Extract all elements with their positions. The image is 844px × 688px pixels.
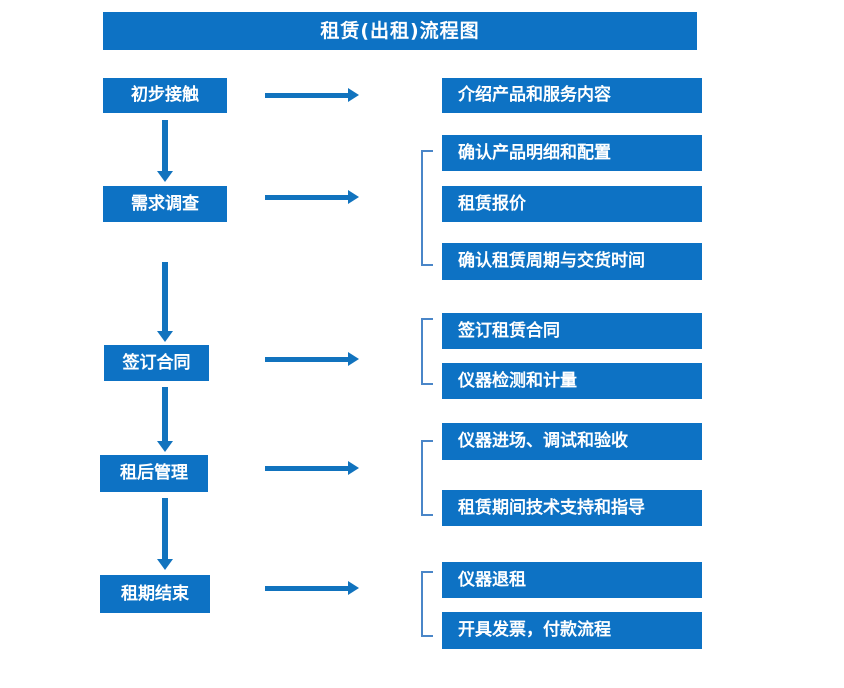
arrow-head-icon: [157, 559, 173, 570]
arrow-head-icon: [157, 331, 173, 342]
group-bracket-sign-contract: [421, 318, 433, 385]
stage-label: 需求调查: [131, 193, 199, 214]
detail-box-lease-quotation[interactable]: 租赁报价: [442, 186, 702, 222]
detail-label: 签订租赁合同: [458, 320, 560, 341]
detail-label: 介绍产品和服务内容: [458, 85, 611, 105]
arrow-head-icon: [348, 190, 359, 204]
stage-label: 签订合同: [122, 352, 191, 373]
detail-label: 仪器退租: [458, 569, 526, 590]
stage-label: 租期结束: [121, 583, 189, 604]
horizontal-arrow-5: [265, 581, 359, 595]
arrow-head-icon: [348, 581, 359, 595]
stage-label: 初步接触: [131, 85, 199, 105]
detail-label: 租赁期间技术支持和指导: [458, 497, 645, 518]
detail-box-instrument-inspection[interactable]: 仪器检测和计量: [442, 363, 702, 399]
arrow-shaft: [265, 93, 348, 98]
detail-box-instrument-entry-commissioning[interactable]: 仪器进场、调试和验收: [442, 423, 702, 460]
arrow-shaft: [265, 586, 348, 591]
detail-box-confirm-period-delivery[interactable]: 确认租赁周期与交货时间: [442, 243, 702, 280]
detail-box-confirm-product-spec[interactable]: 确认产品明细和配置: [442, 135, 702, 171]
stage-box-post-lease-management[interactable]: 租后管理: [100, 455, 208, 492]
detail-label: 开具发票，付款流程: [458, 620, 611, 640]
detail-box-instrument-return[interactable]: 仪器退租: [442, 562, 702, 598]
stage-label: 租后管理: [120, 463, 188, 483]
detail-box-technical-support[interactable]: 租赁期间技术支持和指导: [442, 490, 702, 526]
horizontal-arrow-1: [265, 88, 359, 102]
arrow-shaft: [162, 387, 168, 441]
chart-title-text: 租赁(出租)流程图: [320, 19, 480, 42]
vertical-arrow-2: [157, 262, 173, 342]
horizontal-arrow-2: [265, 190, 359, 204]
detail-box-invoice-payment[interactable]: 开具发票，付款流程: [442, 612, 702, 649]
horizontal-arrow-3: [265, 352, 359, 366]
detail-label: 仪器进场、调试和验收: [458, 431, 628, 451]
group-bracket-post-lease: [421, 440, 433, 516]
detail-box-sign-lease-contract[interactable]: 签订租赁合同: [442, 313, 702, 349]
arrow-head-icon: [348, 352, 359, 366]
group-bracket-lease-end: [421, 571, 433, 637]
group-bracket-demand-survey: [421, 150, 433, 266]
arrow-shaft: [162, 498, 168, 559]
chart-title-bar: 租赁(出租)流程图: [103, 12, 697, 50]
arrow-shaft: [162, 262, 168, 331]
arrow-head-icon: [348, 461, 359, 475]
detail-box-intro-products-services[interactable]: 介绍产品和服务内容: [442, 78, 702, 113]
vertical-arrow-3: [157, 387, 173, 452]
stage-box-lease-end[interactable]: 租期结束: [100, 575, 210, 613]
stage-box-demand-survey[interactable]: 需求调查: [103, 186, 227, 222]
stage-box-initial-contact[interactable]: 初步接触: [103, 78, 227, 113]
arrow-shaft: [265, 357, 348, 362]
horizontal-arrow-4: [265, 461, 359, 475]
arrow-shaft: [162, 120, 168, 171]
stage-box-sign-contract[interactable]: 签订合同: [104, 345, 209, 381]
arrow-head-icon: [157, 441, 173, 452]
arrow-head-icon: [348, 88, 359, 102]
detail-label: 确认产品明细和配置: [458, 142, 611, 163]
arrow-head-icon: [157, 171, 173, 182]
arrow-shaft: [265, 466, 348, 471]
detail-label: 确认租赁周期与交货时间: [458, 251, 645, 271]
vertical-arrow-4: [157, 498, 173, 570]
vertical-arrow-1: [157, 120, 173, 182]
arrow-shaft: [265, 195, 348, 200]
detail-label: 仪器检测和计量: [458, 370, 577, 391]
detail-label: 租赁报价: [458, 193, 526, 214]
